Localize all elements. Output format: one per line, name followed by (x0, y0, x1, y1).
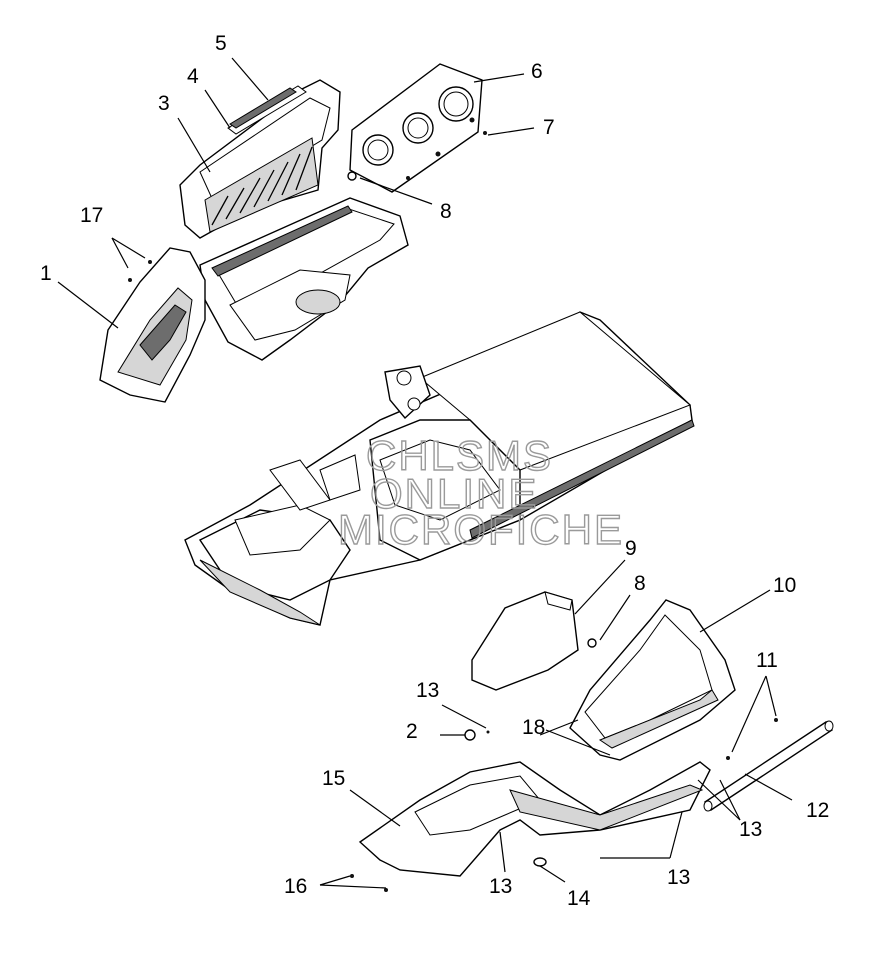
rivet-16b (384, 888, 388, 892)
nut-2 (464, 729, 476, 741)
callout-14: 14 (567, 887, 591, 910)
callout-10: 10 (773, 574, 796, 597)
instrument-housing (179, 79, 341, 239)
callout-13-bottom-right: 13 (667, 866, 690, 889)
callout-11: 11 (756, 649, 778, 672)
watermark-line-1: CHLSMS (366, 432, 553, 479)
foam-block-9 (471, 591, 579, 691)
fastener-8-upper (347, 171, 357, 181)
callout-3: 3 (158, 92, 170, 115)
fastener-8-lower (587, 638, 597, 648)
watermark-line-2: ONLINE (370, 470, 538, 517)
callout-13-bottom: 13 (489, 875, 512, 898)
callout-16: 16 (284, 875, 307, 898)
callout-8-lower: 8 (634, 572, 646, 595)
callout-7: 7 (543, 116, 555, 139)
leader-lines (57, 57, 793, 889)
watermark: CHLSMS ONLINE MICROFICHE (337, 431, 624, 553)
watermark-line-3: MICROFICHE (338, 506, 624, 553)
callout-labels: 1 2 3 4 5 6 7 8 8 9 10 11 12 13 13 13 13… (40, 32, 829, 910)
rivet-16a (350, 874, 354, 878)
housing-grille (211, 146, 313, 226)
callout-5: 5 (215, 32, 227, 55)
callout-18: 18 (522, 716, 545, 739)
chassis-tunnel (184, 311, 695, 626)
rivet-17a (128, 278, 132, 282)
rivet-11b (726, 756, 730, 760)
dash-console (199, 197, 409, 361)
callout-12: 12 (806, 799, 829, 822)
rivet-17b (148, 260, 152, 264)
hood-part-1 (99, 247, 206, 403)
gauge-panel (349, 63, 483, 193)
rod-12 (703, 720, 834, 812)
rivet-11a (774, 718, 778, 722)
callout-13-right: 13 (739, 818, 762, 841)
screw-7 (483, 131, 487, 135)
callout-13-top: 13 (416, 679, 439, 702)
callout-4: 4 (187, 65, 199, 88)
callout-15: 15 (322, 767, 345, 790)
screw-13-upper (486, 730, 490, 734)
callout-9: 9 (625, 537, 637, 560)
callout-1: 1 (40, 262, 52, 285)
belly-pan (358, 761, 711, 877)
callout-6: 6 (531, 60, 543, 83)
callout-17: 17 (80, 204, 103, 227)
side-panel-10 (569, 599, 736, 761)
callout-2: 2 (406, 720, 418, 743)
callout-8-upper: 8 (440, 200, 452, 223)
